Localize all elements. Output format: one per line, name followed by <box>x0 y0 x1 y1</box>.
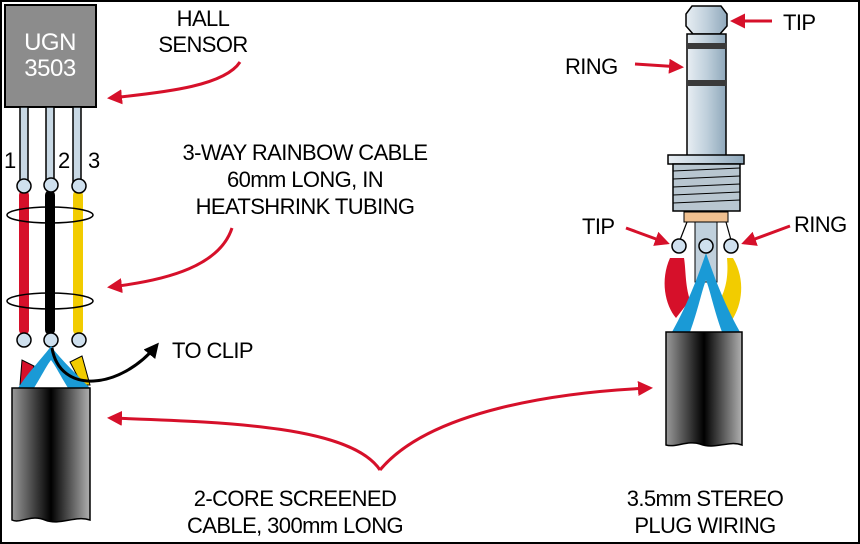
hall-label-1: HALL <box>177 6 230 31</box>
plug-lugs <box>679 221 732 241</box>
cable-jacket-left <box>11 387 91 523</box>
ring-left-arrow <box>634 58 684 74</box>
cable-left-arrow <box>107 410 382 471</box>
pointer-arrows <box>107 13 791 471</box>
ring-right-label: RING <box>794 212 847 237</box>
to-clip-arrow <box>50 342 159 383</box>
plug-label-1: 3.5mm STEREO <box>627 486 784 511</box>
rainbow-label-3: HEATSHRINK TUBING <box>196 194 415 219</box>
hall-sensor-chip <box>4 4 97 108</box>
rainbow-label-1: 3-WAY RAINBOW CABLE <box>183 140 428 165</box>
plug-flange <box>667 154 745 165</box>
tip-lower-label: TIP <box>582 214 614 239</box>
chip-label-2: 3503 <box>24 55 76 82</box>
chip-label-1: UGN <box>24 29 76 56</box>
plug-thread <box>672 163 741 212</box>
cable-label-1: 2-CORE SCREENED <box>194 486 396 511</box>
plug-red-wire <box>664 258 690 318</box>
plug-solder-joints <box>671 238 739 254</box>
plug-tip <box>685 5 728 35</box>
stereo-plug <box>664 5 745 447</box>
plug-insulator <box>683 211 729 223</box>
pin-2-label: 2 <box>58 148 70 173</box>
pin-3-label: 3 <box>88 148 100 173</box>
heatshrink-tubing <box>6 206 94 310</box>
tip-lower-arrow <box>625 226 670 246</box>
cable-right-arrow <box>378 381 653 471</box>
cable-label-2: CABLE, 300mm LONG <box>187 513 403 538</box>
insulator-band-2 <box>687 80 726 86</box>
tip-top-label: TIP <box>783 10 815 35</box>
rainbow-cable-arrow <box>107 227 234 294</box>
hall-label-2: SENSOR <box>158 32 247 57</box>
to-clip-label: TO CLIP <box>172 338 253 363</box>
plug-label-2: PLUG WIRING <box>634 513 775 538</box>
pin-1-label: 1 <box>4 148 16 173</box>
plug-shaft <box>686 33 727 157</box>
rainbow-label-2: 60mm LONG, IN <box>227 167 383 192</box>
ring-right-arrow <box>741 224 791 246</box>
cable-jacket-right <box>665 331 743 447</box>
hall-sensor-arrow <box>107 61 242 105</box>
ring-left-label: RING <box>565 54 618 79</box>
solder-joints <box>16 177 87 348</box>
plug-screen-wires <box>672 253 740 332</box>
hall-sensor-assembly: UGN 3503 1 2 3 <box>4 4 159 523</box>
insulator-band-1 <box>687 43 726 49</box>
